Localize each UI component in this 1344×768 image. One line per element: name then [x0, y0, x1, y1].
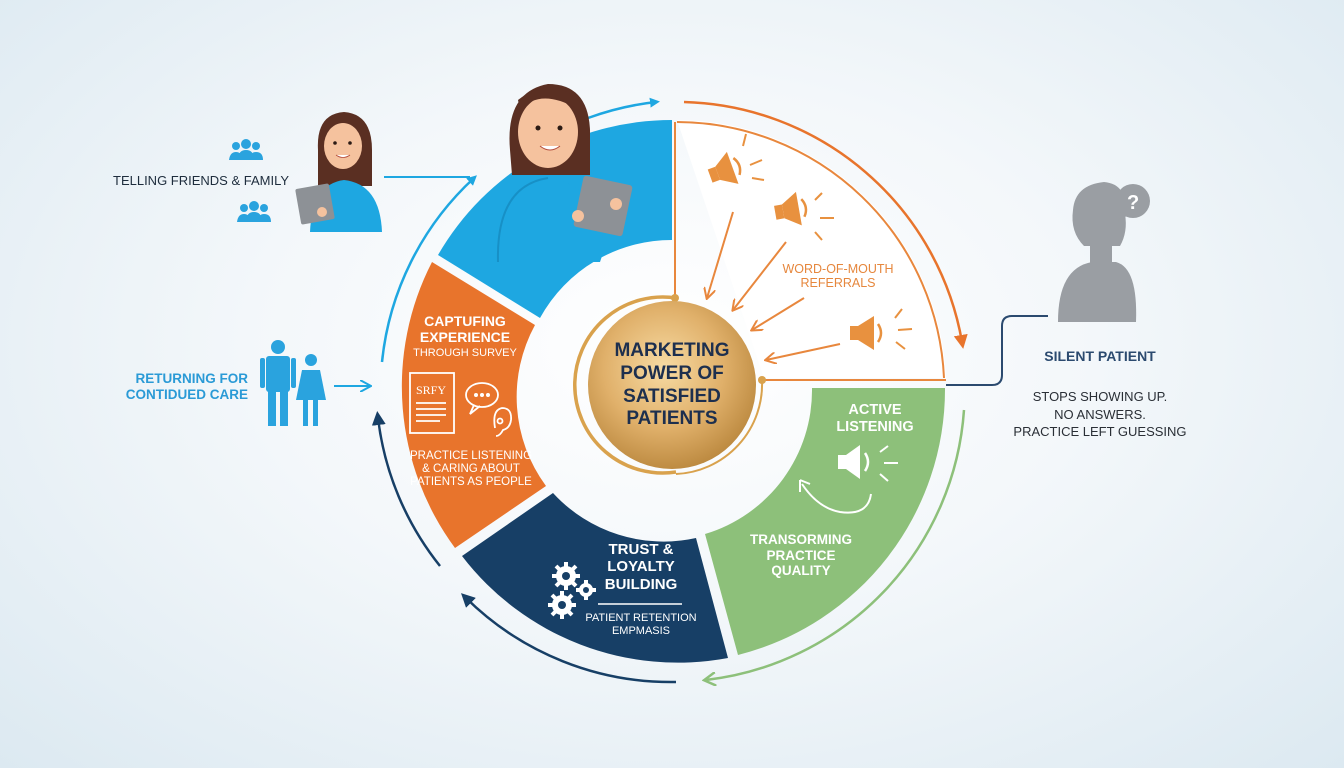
label-line: BUILDING	[604, 575, 678, 593]
silent-patient-description: STOPS SHOWING UP. NO ANSWERS. PRACTICE L…	[1000, 388, 1200, 441]
segment-word-of-mouth	[677, 120, 946, 378]
question-bubble-icon: ?	[1116, 184, 1150, 222]
couple-icon	[260, 340, 326, 426]
capturing-title: CAPTUFING EXPERIENCE	[410, 313, 520, 345]
label-line: QUALITY	[771, 563, 831, 579]
segment-active-listening	[705, 388, 946, 655]
survey-clipboard-icon	[409, 372, 455, 434]
sound-lines-icon	[742, 133, 765, 181]
silent-patient-icon	[1058, 182, 1137, 322]
group-icon	[229, 139, 263, 160]
label-line: EXPERIENCE	[419, 329, 511, 346]
megaphone-icon	[774, 191, 808, 226]
group-icon	[237, 201, 271, 222]
capturing-subtitle: THROUGH SURVEY	[413, 347, 517, 359]
speech-bubble-icon	[465, 382, 499, 415]
telling-friends-label: TELLING FRIENDS & FAMILY	[113, 173, 290, 188]
center-title-line: POWER OF	[620, 362, 724, 384]
active-listening-title: ACTIVE LISTENING	[830, 402, 920, 435]
word-of-mouth-label: WORD-OF-MOUTH REFERRALS	[776, 262, 900, 291]
referral-arrows	[707, 211, 841, 360]
label-line: LOYALTY	[607, 558, 675, 576]
ear-icon	[493, 407, 512, 437]
megaphone-icon	[850, 316, 883, 350]
label-line: TRANSORMING	[750, 532, 852, 547]
label-line: PRACTICE	[766, 547, 836, 563]
label-line: PRACTICE LEFT GUESSING	[1013, 424, 1187, 440]
label-line: REFERRALS	[800, 276, 876, 291]
woman-tablet-illustration-large	[496, 84, 633, 263]
label-line: CONTIDUED CARE	[125, 386, 248, 402]
label-line: TRUST &	[608, 541, 674, 558]
label-line: LISTENING	[836, 418, 914, 435]
label-line: CAPTUFING	[424, 313, 506, 329]
center-title-line: PATIENTS	[626, 408, 718, 430]
label-line: NO ANSWERS.	[1054, 406, 1146, 422]
silent-connector	[946, 315, 1048, 386]
capturing-description: PRACTICE LISTENING & CARING ABOUT PATIEN…	[408, 450, 534, 490]
label-line: PATIENTS AS PEOPLE	[410, 476, 532, 489]
label-line: STOPS SHOWING UP.	[1032, 389, 1168, 404]
returning-label: RETURNING FOR CONTIDUED CARE	[100, 371, 248, 402]
active-listening-subtitle: TRANSORMING PRACTICE QUALITY	[746, 532, 856, 579]
label-line: & CARING ABOUT	[422, 463, 520, 476]
center-medallion	[588, 301, 756, 469]
trust-subtitle: PATIENT RETENTION EMPMASIS	[578, 612, 704, 637]
woman-tablet-illustration-small	[295, 112, 382, 232]
label-line: PRACTICE LISTENING	[409, 450, 533, 462]
megaphone-icon	[707, 151, 742, 184]
gears-icon	[548, 562, 596, 619]
svg-text:?: ?	[1127, 192, 1139, 214]
center-title-line: MARKETING	[614, 340, 730, 361]
segment-trust	[462, 493, 728, 663]
center-title-line: SATISFIED	[623, 385, 721, 407]
center-title: MARKETING POWER OF SATISFIED PATIENTS	[592, 340, 752, 431]
trust-title: TRUST & LOYALTY BUILDING	[596, 541, 686, 593]
label-line: PATIENT RETENTION	[585, 612, 697, 624]
label-line: EMPMASIS	[611, 624, 671, 637]
loop-arrow-icon	[801, 483, 872, 514]
silent-patient-title: SILENT PATIENT	[1044, 348, 1156, 364]
speaker-icon	[838, 445, 870, 479]
label-line: ACTIVE	[848, 402, 902, 418]
label-line: WORD-OF-MOUTH	[782, 262, 894, 276]
survey-sheet-text: SRFY	[416, 383, 446, 397]
label-line: RETURNING FOR	[135, 371, 249, 386]
